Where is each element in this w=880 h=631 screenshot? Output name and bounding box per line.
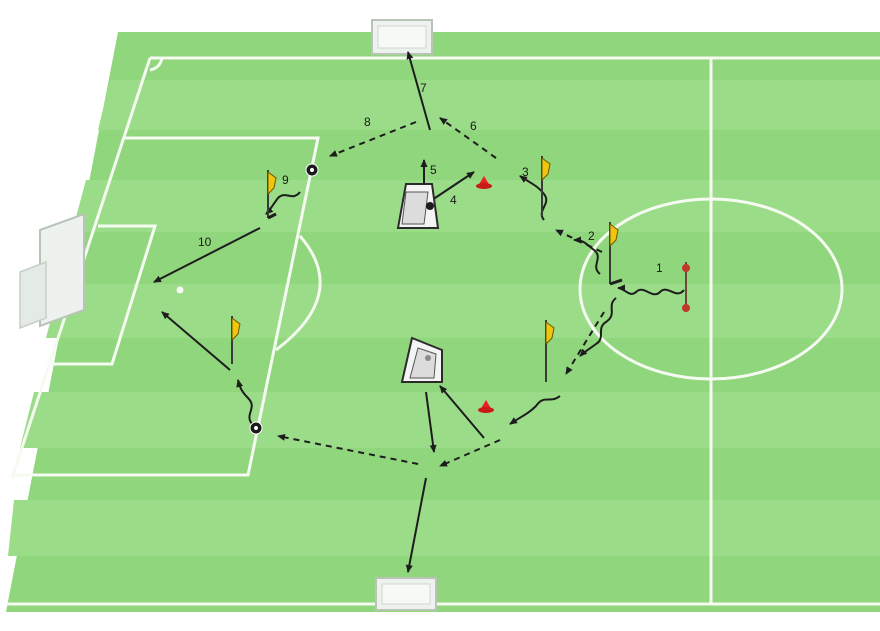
- step-label-1: 1: [656, 261, 663, 275]
- step-label-5: 5: [430, 163, 437, 177]
- step-label-9: 9: [282, 173, 289, 187]
- step-label-7: 7: [420, 81, 427, 95]
- step-label-3: 3: [522, 165, 529, 179]
- ball-icon: [306, 164, 318, 176]
- goal-bottom: [376, 578, 436, 610]
- goal-left: [20, 214, 84, 328]
- penalty-spot: [178, 288, 182, 292]
- step-label-4: 4: [450, 193, 457, 207]
- goal-top: [372, 20, 432, 54]
- step-label-10: 10: [198, 235, 212, 249]
- step-label-6: 6: [470, 119, 477, 133]
- ball-icon: [250, 422, 262, 434]
- step-label-8: 8: [364, 115, 371, 129]
- mannequin-icon: [398, 184, 438, 228]
- step-label-2: 2: [588, 229, 595, 243]
